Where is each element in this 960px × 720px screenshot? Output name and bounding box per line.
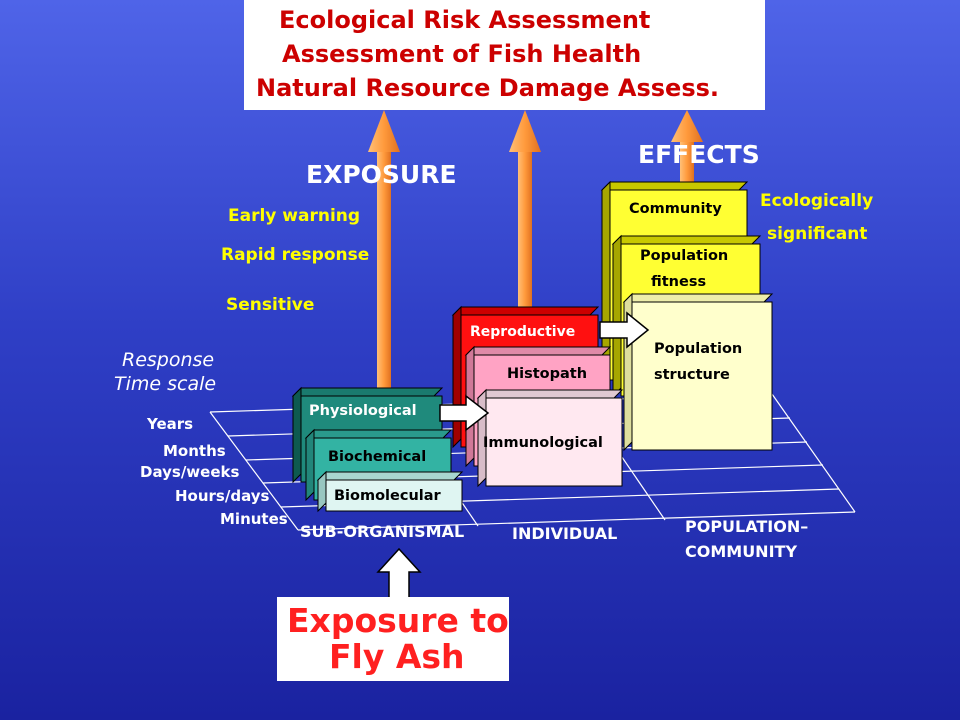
fly-ash-line-1: Exposure to	[287, 601, 509, 640]
rapid-response-note: Rapid response	[221, 245, 370, 265]
title-line-1: Ecological Risk Assessment	[279, 6, 651, 34]
tick-minutes: Minutes	[220, 510, 288, 528]
physiological-to-immunological-arrow	[439, 394, 490, 432]
reproductive-arrow	[509, 110, 541, 310]
tick-days-weeks: Days/weeks	[140, 463, 240, 481]
title-line-2: Assessment of Fish Health	[282, 40, 642, 68]
biochemical-label: Biochemical	[328, 449, 427, 465]
individual-label: INDIVIDUAL	[512, 524, 618, 543]
reproductive-to-structure-arrow	[599, 311, 650, 349]
effects-header: EFFECTS	[638, 140, 760, 169]
biomolecular-box	[316, 470, 464, 513]
tick-years: Years	[147, 415, 194, 433]
fly-ash-line-2: Fly Ash	[329, 637, 465, 676]
time-scale-label: Time scale	[114, 373, 217, 395]
exposure-arrow	[368, 110, 400, 392]
community-box-label: Community	[629, 201, 722, 217]
ecologically-note: Ecologically	[760, 191, 874, 211]
community-label: COMMUNITY	[685, 542, 798, 561]
sensitive-note: Sensitive	[226, 295, 315, 315]
tick-hours-days: Hours/days	[175, 487, 270, 505]
reproductive-label: Reproductive	[470, 324, 576, 340]
population-structure-label-2: structure	[654, 367, 730, 383]
physiological-label: Physiological	[309, 403, 417, 419]
exposure-header: EXPOSURE	[306, 160, 457, 189]
response-label: Response	[122, 349, 215, 371]
population-fitness-label-2: fitness	[651, 274, 707, 290]
tick-months: Months	[163, 442, 226, 460]
significant-note: significant	[767, 224, 868, 244]
title-box: Ecological Risk Assessment Assessment of…	[244, 0, 765, 110]
early-warning-note: Early warning	[228, 206, 361, 226]
population-structure-label-1: Population	[654, 341, 743, 357]
population-fitness-label-1: Population	[640, 248, 729, 264]
biomolecular-label: Biomolecular	[334, 488, 441, 504]
title-line-3: Natural Resource Damage Assess.	[256, 74, 720, 102]
effects-arrow	[671, 110, 703, 190]
immunological-label: Immunological	[483, 435, 603, 451]
fly-ash-box: Exposure to Fly Ash	[277, 597, 509, 681]
histopath-label: Histopath	[507, 366, 588, 382]
sub-organismal-label: SUB-ORGANISMAL	[300, 522, 465, 541]
population-label: POPULATION–	[685, 517, 809, 536]
immunological-box	[476, 388, 624, 488]
fly-ash-arrow	[376, 547, 422, 599]
